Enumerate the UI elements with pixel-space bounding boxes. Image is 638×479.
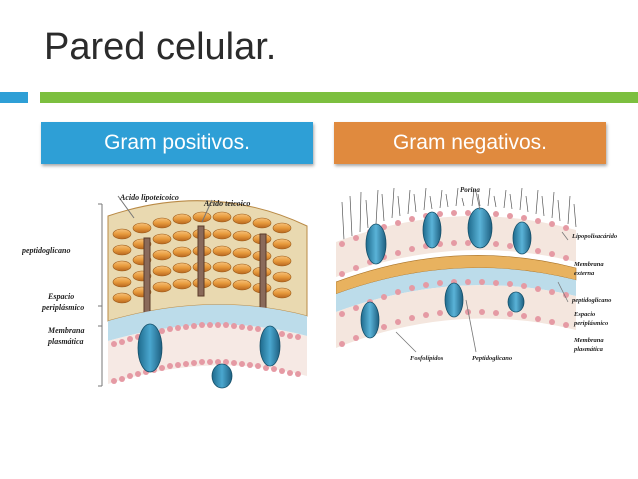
label-peptidoglycan-neg: peptidoglicano [571,297,612,304]
accent-bar-blue [0,92,28,103]
layer-bracket [98,195,213,387]
accent-bar-green [40,92,638,103]
gram-positive-diagram: Acido lipoteicoico Acido teicoico peptid… [22,193,308,389]
label-leaders [395,191,569,353]
label-membrane-pos-2: plasmática [47,337,84,346]
label-outer-membrane-1: Membrana [573,261,604,268]
label-teichoic: Acido teicoico [203,199,250,208]
label-porin: Porina [460,186,480,194]
label-peptidoglycan-bottom: Peptidoglicano [472,355,513,362]
lipopolysaccharide-strands [341,187,577,241]
gram-negative-header: Gram negativos. [334,122,606,164]
label-lipoteichoic: Acido lipoteicoico [119,193,179,202]
label-membrane-pos-1: Membrana [47,326,84,335]
porin-proteins [365,207,532,265]
inner-membrane-proteins [360,282,525,339]
gram-negative-diagram: Porina Lipopolisacárido Membrana externa… [336,186,618,362]
label-peptidoglycan-pos: peptidoglicano [22,246,70,255]
membrane-proteins [137,323,281,389]
label-outer-membrane-2: externa [574,270,595,277]
label-periplasmic-neg-1: Espacio [573,311,596,318]
peptidoglycan-layers [112,211,292,304]
label-membrane-neg-2: plasmática [573,346,604,353]
label-periplasmic-pos-2: periplásmico [41,303,84,312]
label-periplasmic-pos-1: Espacio [47,292,74,301]
label-periplasmic-neg-2: periplásmico [573,320,609,327]
label-membrane-neg-1: Membrana [573,337,604,344]
slide-title: Pared celular. [44,26,277,68]
label-phospholipids: Fosfolípidos [410,355,444,362]
label-lps: Lipopolisacárido [571,233,618,240]
gram-positive-header: Gram positivos. [41,122,313,164]
